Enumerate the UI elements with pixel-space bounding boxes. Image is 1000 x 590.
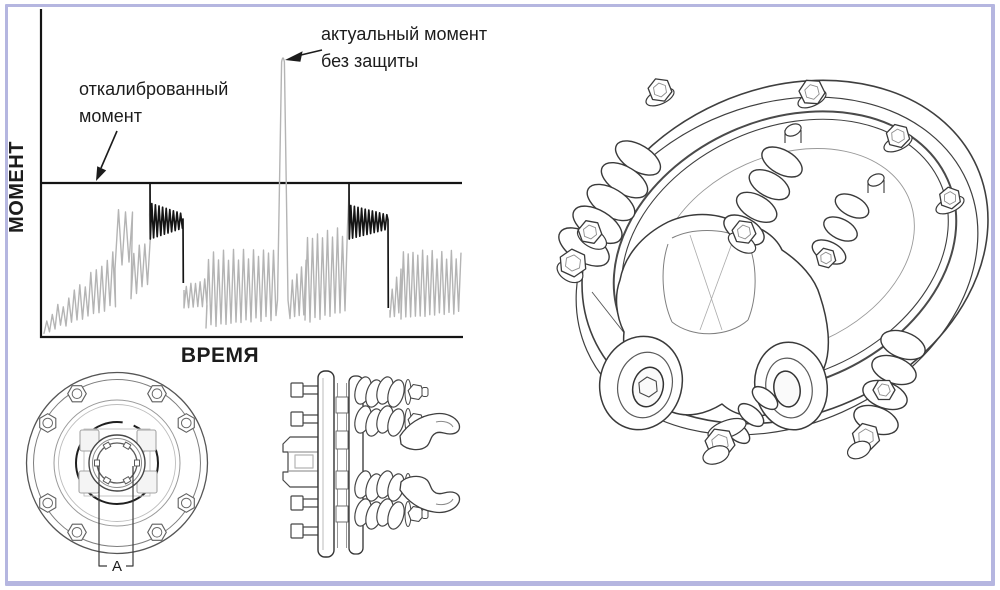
dimension-a-bracket bbox=[98, 466, 134, 567]
flange-nut-icons bbox=[39, 385, 195, 541]
clutch-3d-drawing bbox=[556, 78, 989, 465]
clipped-torque-segments bbox=[149, 182, 390, 309]
hub-block bbox=[282, 436, 319, 488]
callout-calibrated-moment: откалиброванный момент bbox=[79, 79, 229, 126]
flange-bolt-icons bbox=[645, 78, 965, 215]
y-axis-label: МОМЕНТ bbox=[6, 141, 28, 233]
flange-plate-outer bbox=[317, 370, 335, 558]
chart-axes bbox=[39, 9, 463, 339]
calibrated-arrow bbox=[96, 130, 118, 181]
clutch-side-view-drawing bbox=[282, 370, 461, 558]
flange-ring bbox=[575, 79, 989, 436]
actual-arrow bbox=[285, 49, 323, 62]
clutch-housing-bore bbox=[75, 421, 159, 505]
spline-bore bbox=[94, 441, 140, 485]
yoke-arms bbox=[399, 412, 461, 514]
spring-assembly-front bbox=[702, 146, 926, 465]
dimension-a-label: A bbox=[111, 558, 122, 575]
yoke-left-eye bbox=[598, 335, 684, 431]
yoke-body bbox=[598, 213, 830, 431]
x-axis-label: ВРЕМЯ bbox=[180, 344, 260, 367]
torque-signal-line bbox=[43, 57, 462, 335]
clutch-front-view-drawing bbox=[25, 371, 209, 567]
spring-assembly-left bbox=[556, 140, 662, 284]
plate-spacers bbox=[335, 396, 349, 523]
page-border-frame bbox=[5, 4, 995, 586]
callout-actual-moment: актуальный момент без защиты bbox=[321, 24, 488, 71]
torque-chart-plot bbox=[39, 9, 463, 339]
